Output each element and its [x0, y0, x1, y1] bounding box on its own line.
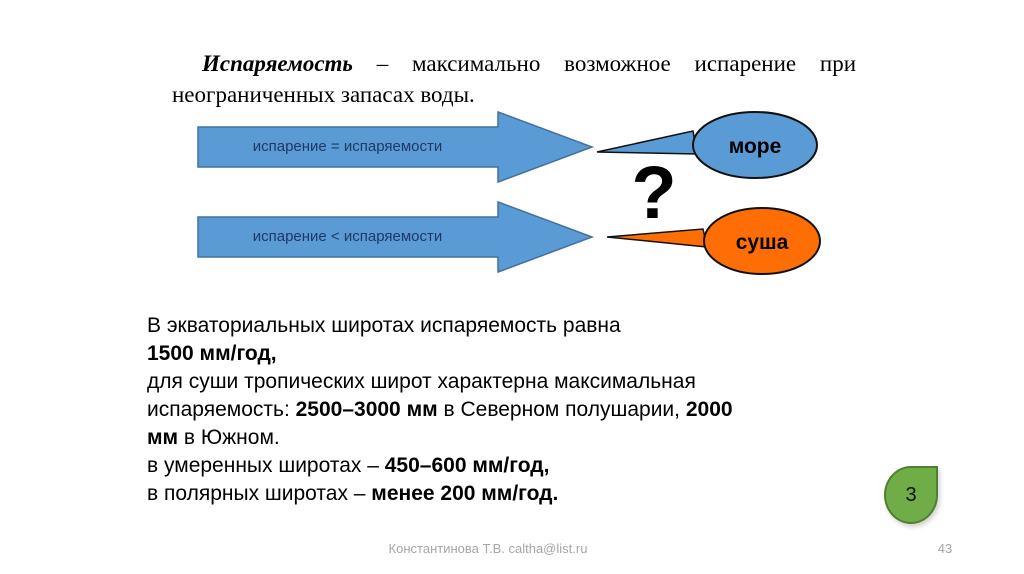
body-line: для суши тропических широт характерна ма…: [147, 368, 937, 396]
arrow-evaporation-equals: испарение = испаряемости: [197, 110, 595, 184]
body-line: испаряемость: 2500–3000 мм в Северном по…: [147, 396, 937, 424]
body-line: в полярных широтах – менее 200 мм/год.: [147, 480, 937, 508]
right-arrow-polygon: [197, 200, 595, 274]
body-text-segment: В экваториальных широтах испаряемость ра…: [147, 314, 621, 337]
body-line: 1500 мм/год,: [147, 340, 937, 368]
body-text-segment: мм: [147, 426, 179, 449]
body-text-segment: в полярных широтах –: [147, 482, 372, 505]
right-arrow-shape-2: [197, 200, 595, 274]
callout-sea-label: море: [729, 135, 782, 158]
body-text-segment: менее 200 мм/год.: [371, 482, 559, 505]
body-text-segment: для суши тропических широт характерна ма…: [147, 370, 696, 393]
arrow1-label: испарение = испаряемости: [252, 138, 443, 155]
title-definition: – максимально возможное испарение при не…: [172, 51, 856, 107]
speech-bubble-land: суша: [606, 207, 821, 275]
body-text-segment: 450–600 мм/год,: [384, 454, 550, 477]
speech-bubble-sea: море: [596, 111, 818, 179]
body-text-segment: в Северном полушарии,: [437, 398, 686, 421]
page-number: 43: [937, 541, 953, 556]
callout-tail: [606, 228, 708, 248]
callout-ellipse: [703, 207, 821, 275]
callout-land-label: суша: [736, 231, 789, 254]
badge-number: 3: [905, 483, 917, 506]
callout-tail: [596, 130, 698, 155]
callout-land: суша: [597, 205, 825, 279]
question-mark: ?: [631, 151, 677, 234]
footer-author: Константинова Т.В. caltha@list.ru: [388, 541, 588, 556]
title-term: Испаряемость: [202, 51, 353, 76]
right-arrow-polygon: [197, 110, 595, 184]
body-paragraph: В экваториальных широтах испаряемость ра…: [147, 312, 937, 508]
arrow2-label: испарение < испаряемости: [252, 228, 443, 245]
body-line: В экваториальных широтах испаряемость ра…: [147, 312, 937, 340]
callout-ellipse: [692, 111, 818, 179]
callout-sea: море: [595, 109, 823, 183]
slide-title: Испаряемость – максимально возможное исп…: [172, 48, 856, 110]
body-text-segment: 2500–3000 мм: [295, 398, 438, 421]
body-line: в умеренных широтах – 450–600 мм/год,: [147, 452, 937, 480]
arrow-evaporation-less: испарение < испаряемости: [197, 200, 595, 274]
body-text-segment: в умеренных широтах –: [147, 454, 385, 477]
right-arrow-shape-1: [197, 110, 595, 184]
body-text-segment: 2000: [685, 398, 733, 421]
body-text-segment: испаряемость:: [147, 398, 296, 421]
slide-number-badge: 3: [884, 466, 938, 524]
body-text-segment: в Южном.: [178, 426, 280, 449]
body-text-segment: 1500 мм/год,: [147, 342, 277, 365]
body-line: мм в Южном.: [147, 424, 937, 452]
